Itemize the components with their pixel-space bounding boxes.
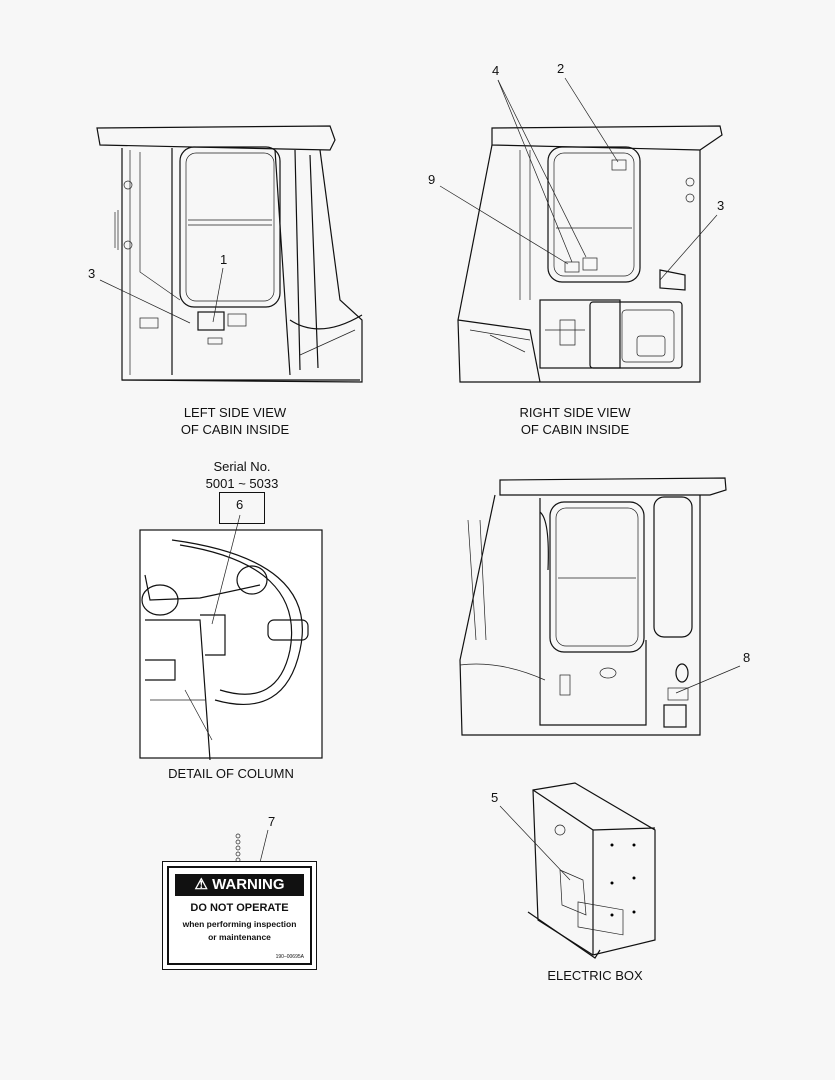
serial-caption: Serial No. 5001 ~ 5033: [190, 458, 294, 492]
callout-3-left: 3: [88, 266, 96, 281]
leader-4a: [497, 79, 587, 258]
electric-box-caption: ELECTRIC BOX: [547, 968, 643, 983]
leader-9: [439, 185, 569, 265]
callout-5: 5: [491, 790, 499, 805]
leader-2: [564, 77, 619, 163]
leader-5: [499, 805, 571, 881]
left-cabin-view: [96, 125, 363, 383]
warning-line1: DO NOT OPERATE: [190, 902, 289, 914]
column-detail: [139, 529, 323, 761]
cabin-exterior-view: [459, 477, 727, 736]
leader-4b: [497, 79, 573, 263]
warning-decal-border: ⚠ WARNING DO NOT OPERATE when performing…: [167, 866, 312, 965]
leader-8: [675, 665, 741, 694]
leader-6: [211, 514, 241, 625]
left-view-line2: OF CABIN INSIDE: [180, 422, 290, 437]
right-cabin-view: [457, 125, 723, 383]
callout-2: 2: [557, 61, 565, 76]
warning-header: ⚠ WARNING: [175, 874, 304, 896]
callout-4: 4: [492, 63, 500, 78]
leader-3b: [659, 214, 718, 281]
right-view-caption: RIGHT SIDE VIEW OF CABIN INSIDE: [490, 404, 660, 438]
left-view-line1: LEFT SIDE VIEW: [183, 405, 287, 420]
left-view-caption: LEFT SIDE VIEW OF CABIN INSIDE: [150, 404, 320, 438]
callout-3-right: 3: [717, 198, 725, 213]
leader-3a: [99, 279, 191, 324]
callout-9: 9: [428, 172, 436, 187]
callout-7: 7: [268, 814, 276, 829]
callout-1: 1: [220, 252, 228, 267]
warning-code: 190–00695A: [275, 954, 304, 960]
warning-header-text: WARNING: [212, 876, 285, 893]
column-caption: DETAIL OF COLUMN: [168, 766, 294, 781]
warning-line2-wrap: when performing inspection or maintenanc…: [169, 918, 310, 944]
right-view-line2: OF CABIN INSIDE: [520, 422, 630, 437]
serial-box: [219, 492, 265, 524]
warning-triangle-icon: ⚠: [194, 876, 208, 893]
warning-decal: ⚠ WARNING DO NOT OPERATE when performing…: [162, 861, 317, 970]
callout-6: 6: [236, 497, 244, 512]
serial-label: Serial No.: [213, 459, 271, 474]
callout-8: 8: [743, 650, 751, 665]
chain-icon: [235, 833, 241, 863]
leader-1: [212, 267, 224, 323]
electric-box: [527, 782, 656, 959]
serial-range: 5001 ~ 5033: [205, 476, 279, 491]
right-view-line1: RIGHT SIDE VIEW: [519, 405, 631, 420]
warning-line2: when performing inspection: [182, 919, 297, 929]
warning-line3: or maintenance: [208, 932, 271, 942]
